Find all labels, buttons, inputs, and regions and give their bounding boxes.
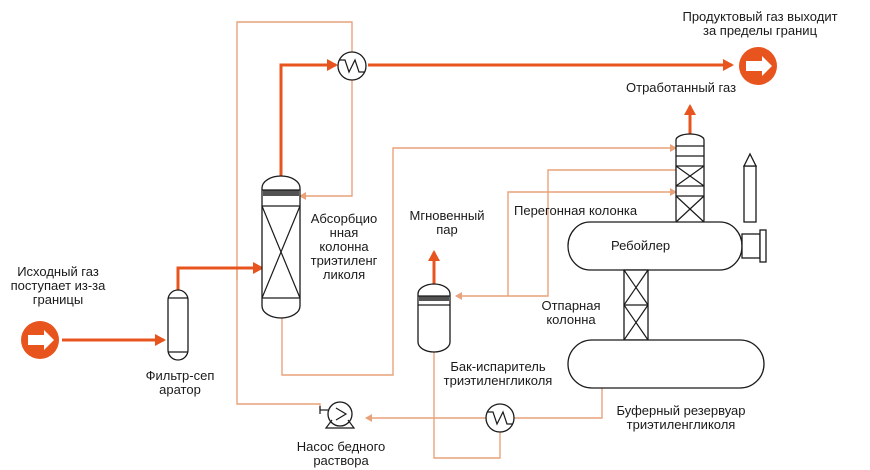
product-gas-label: Продуктовый газ выходит за пределы грани… (682, 9, 838, 38)
flash-tank-vessel (417, 283, 451, 353)
gas-glycol-exchanger (337, 51, 367, 81)
absorber-column-vessel (261, 175, 301, 319)
filter-separator-label: Фильтр-сеп аратор (145, 368, 215, 397)
product-gas-symbol (739, 47, 777, 85)
feed-gas-symbol (21, 321, 59, 359)
lean-rich-exchanger (485, 403, 515, 433)
surge-tank-vessel (567, 339, 765, 389)
still-column-vessel (675, 133, 705, 227)
filter-separator-vessel (167, 289, 189, 361)
spent-gas-label: Отработанный газ (626, 80, 737, 95)
lean-pump-label: Насос бедного раствора (296, 439, 386, 468)
stripping-column-vessel (623, 269, 649, 341)
stripping-column-label: Отпарная колонна (541, 298, 601, 327)
feed-gas-label: Исходный газ поступает из-за границы (10, 264, 106, 307)
still-to-flash-line (455, 169, 676, 300)
flash-vapor-label: Мгновенный пар (409, 208, 485, 237)
rich-glycol-line (281, 144, 677, 376)
absorber-column-label: Абсорбцио нная колонна триэтиленг ликоля (310, 211, 378, 282)
reboiler-vessel (567, 152, 767, 271)
still-column-label: Перегонная колонка (514, 203, 638, 218)
flash-tank-label: Бак-испаритель триэтиленгликоля (443, 359, 553, 388)
absorber-overhead-line (279, 59, 338, 176)
lean-glycol-loop (236, 21, 353, 268)
exchanger-to-absorber-line (299, 80, 353, 200)
flash-to-still-line (507, 188, 677, 296)
lean-pump (319, 401, 356, 429)
glycol-lines (236, 21, 677, 459)
gas-lines (62, 59, 734, 346)
filter-to-absorber-line (176, 262, 264, 290)
flash-bottom-line (433, 352, 501, 459)
reboiler-label: Ребойлер (611, 238, 671, 253)
surge-tank-label: Буферный резервуар триэтиленгликоля (616, 403, 746, 432)
